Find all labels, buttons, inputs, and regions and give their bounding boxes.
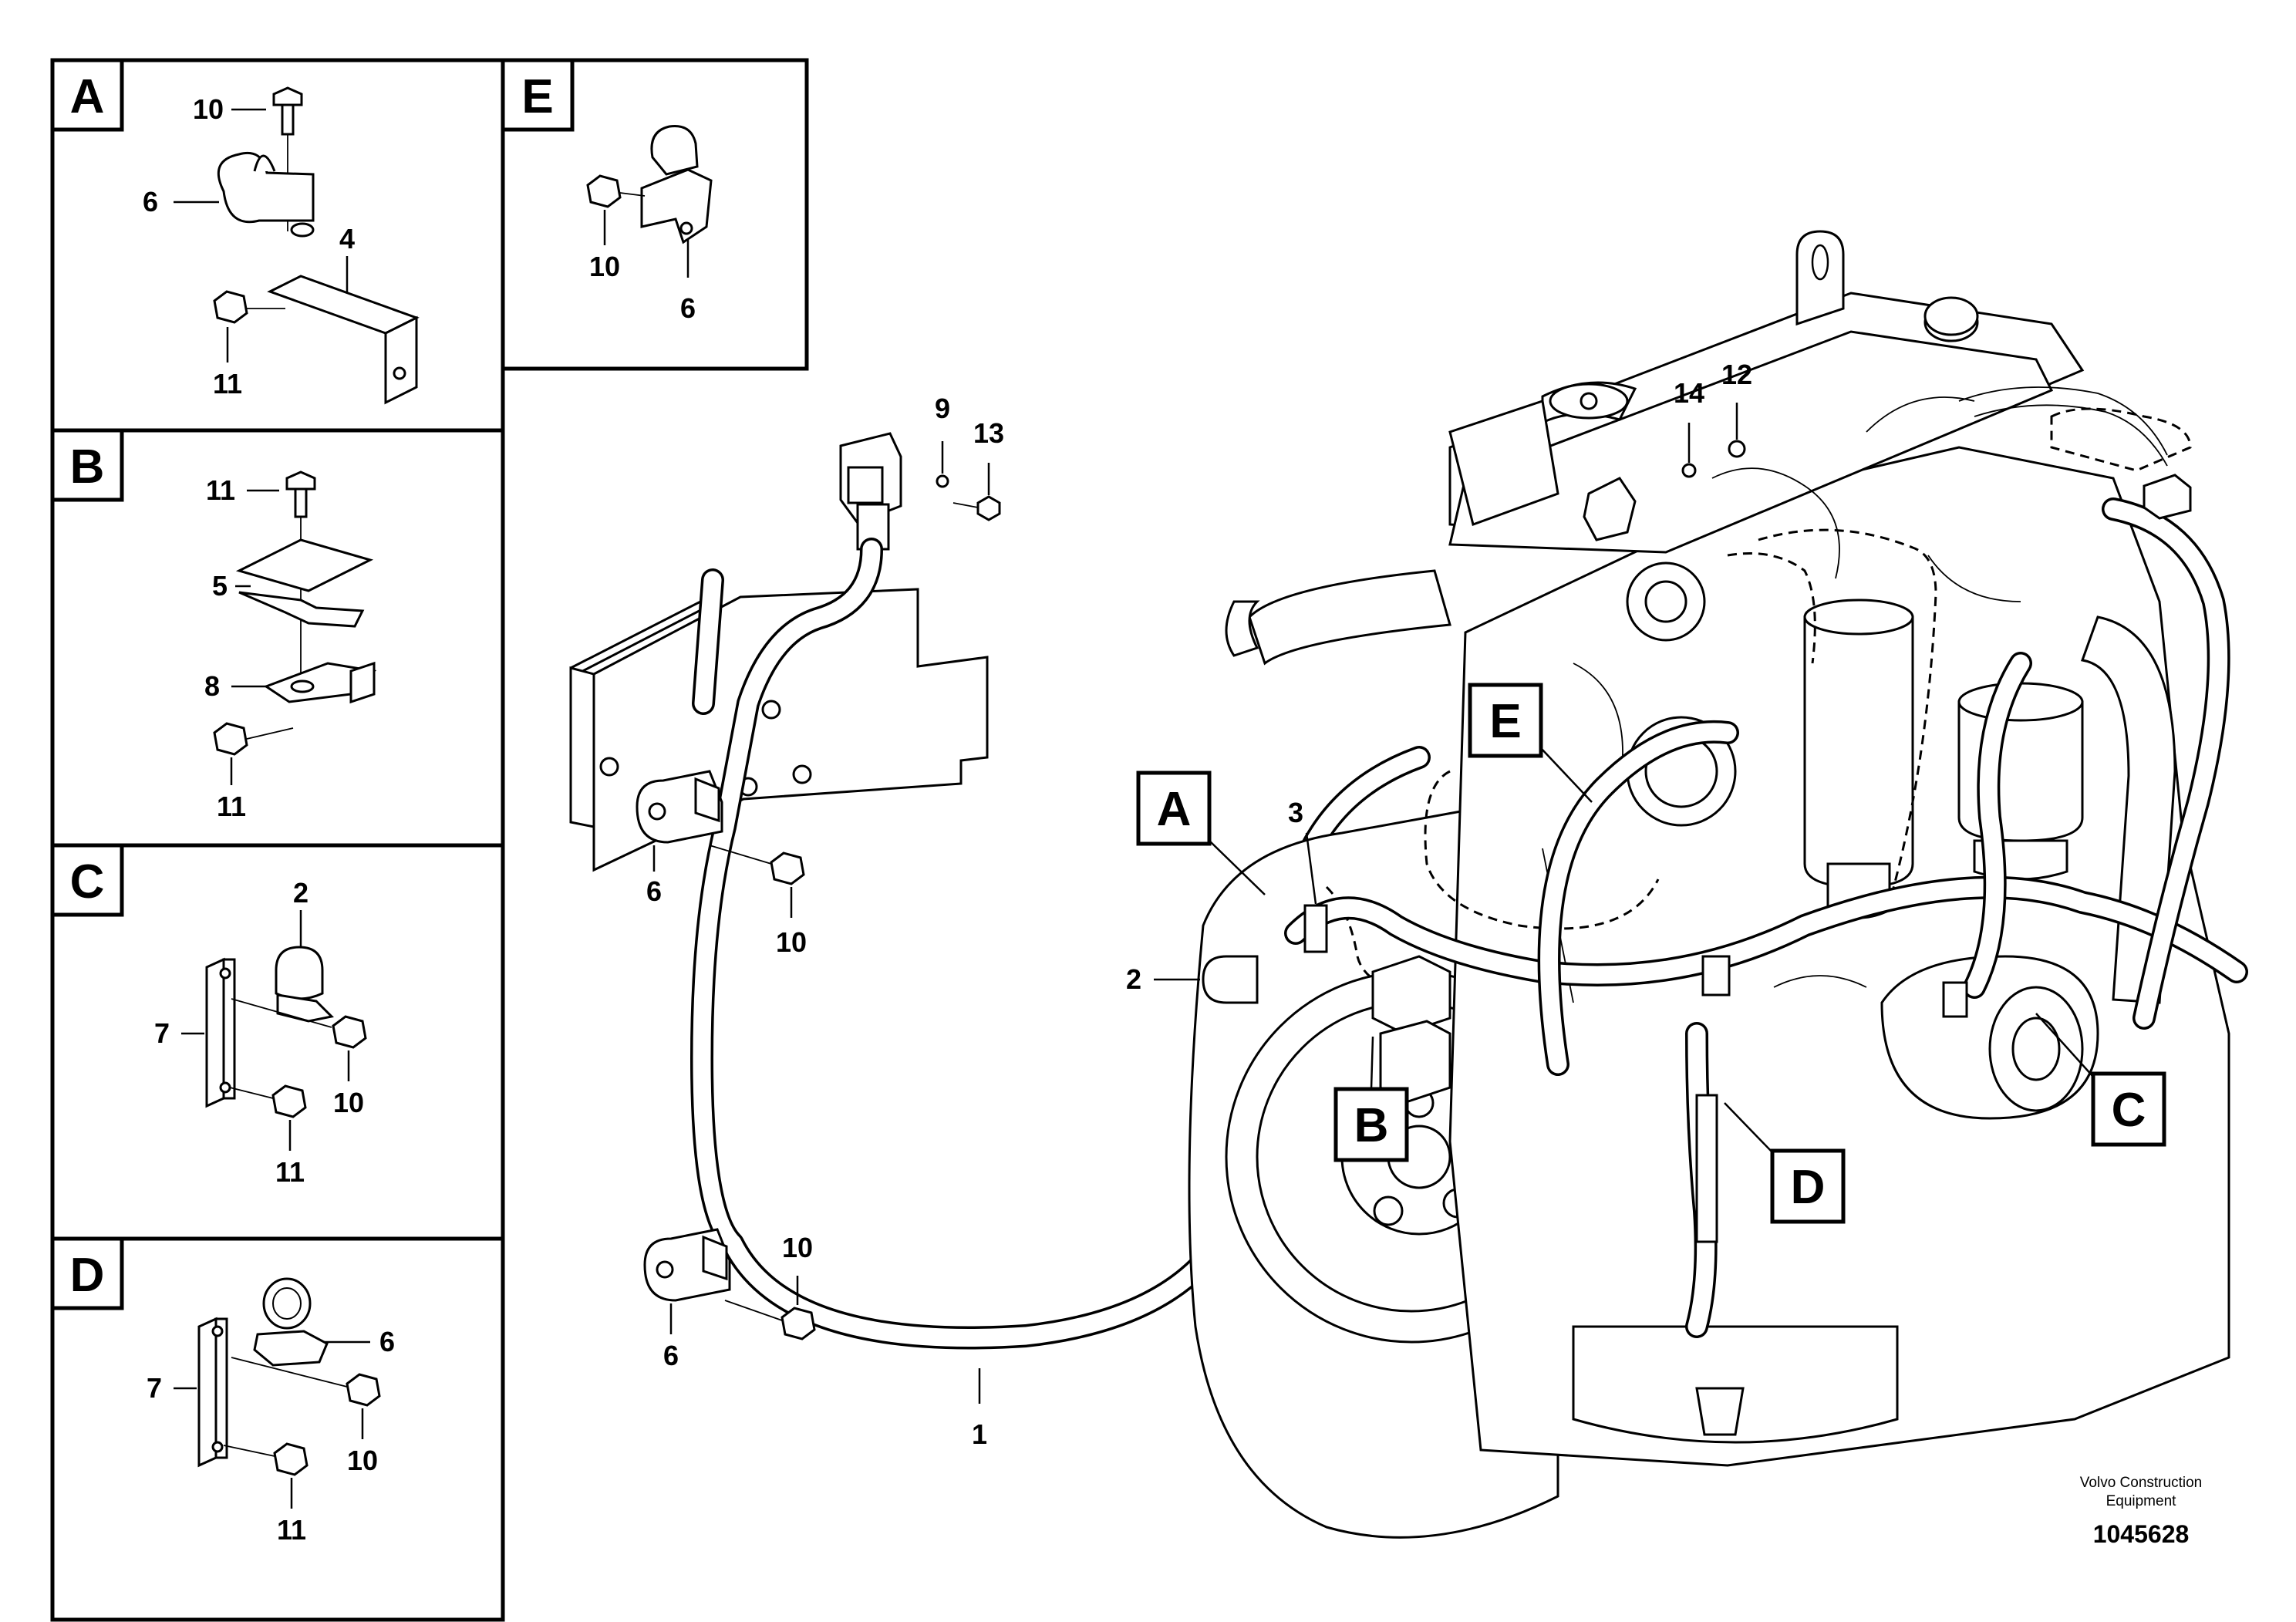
harness-clamp-upper [636,770,805,885]
callout-d-10: 10 [347,1445,378,1476]
nut-12 [1728,440,1746,458]
panel-letter-e: E [521,70,553,123]
callout-13: 13 [973,417,1004,449]
callout-c-7: 7 [154,1017,170,1049]
svg-text:B: B [1354,1099,1389,1152]
callout-d-7: 7 [147,1372,162,1404]
callout-b-5: 5 [212,570,228,602]
panel-letter-b: B [70,440,105,494]
brand-line-1: Volvo Construction [2080,1475,2202,1491]
svg-text:D: D [1791,1161,1826,1214]
tag-b: B [1333,1036,1409,1162]
callout-b-11-top: 11 [206,474,235,506]
callout-12: 12 [1721,359,1752,390]
callout-9: 9 [935,393,950,424]
detail-panel-e: E 6 10 [501,58,809,371]
svg-text:E: E [1489,695,1521,748]
callout-c-2: 2 [293,877,308,909]
callout-3: 3 [1288,797,1303,828]
clamp-2 [1202,955,1259,1004]
tag-a: A [1136,771,1266,895]
callout-14: 14 [1674,377,1704,409]
tag-d: D [1724,1102,1846,1224]
callout-10-lower: 10 [782,1232,813,1263]
screw-13 [976,495,1001,521]
svg-text:C: C [2112,1084,2146,1137]
callout-b-8: 8 [204,670,220,702]
clamp-3 [1303,904,1328,953]
harness-clamp-lower [643,1228,816,1340]
callout-a-10: 10 [193,93,224,125]
detail-panel-b: B 11 5 8 11 [50,428,505,848]
callout-e-6: 6 [680,292,696,324]
callout-d-11: 11 [277,1514,306,1546]
engine-sensor-connectors [1202,440,2192,1243]
callout-6-upper: 6 [646,875,662,907]
panel-letter-c: C [70,855,105,909]
washer-9 [936,474,949,488]
tag-e: E [1468,683,1593,803]
svg-text:A: A [1157,783,1192,836]
callout-c-11: 11 [275,1156,305,1188]
panel-letter-a: A [70,70,105,123]
panel-letter-d: D [70,1249,105,1302]
callout-a-6: 6 [143,186,158,218]
callout-e-10: 10 [589,251,620,282]
engine-assembly [1188,230,2230,1539]
callout-2: 2 [1126,963,1141,995]
document-id: 1045628 [2093,1520,2190,1548]
callout-10-upper: 10 [776,926,807,958]
callout-b-11-bottom: 11 [217,791,246,822]
detail-panel-d: D 7 6 10 11 [50,1236,505,1622]
callout-d-6: 6 [379,1326,395,1357]
ecu-connector [839,432,1001,551]
callout-1: 1 [972,1418,987,1450]
detail-panel-c: C 7 2 10 11 [50,843,505,1241]
callout-a-4: 4 [339,223,355,255]
callout-6-lower: 6 [663,1340,679,1371]
tag-c: C [2035,1013,2166,1147]
callout-a-11: 11 [213,368,242,400]
detail-panel-a: A 10 6 4 11 [50,58,505,433]
washer-14 [1681,463,1697,478]
brand-line-2: Equipment [2106,1493,2177,1509]
callout-c-10: 10 [333,1087,364,1118]
